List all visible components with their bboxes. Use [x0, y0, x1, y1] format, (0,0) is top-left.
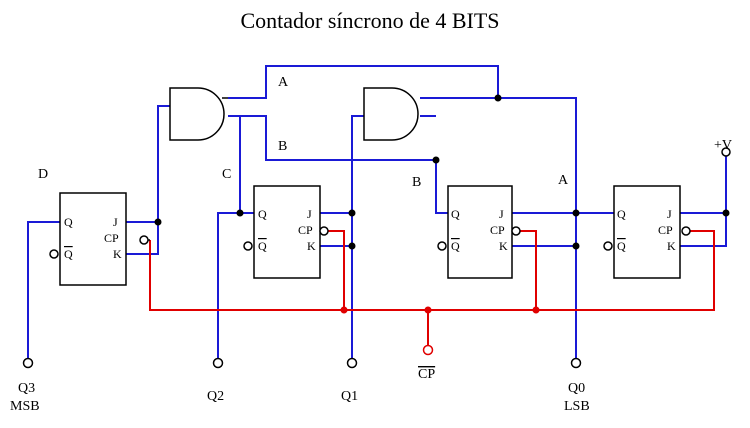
ff0-q-label: Q	[617, 207, 626, 221]
ff3-q-label: Q	[64, 215, 73, 229]
wire-q1-b	[435, 160, 448, 214]
terminal-q2	[212, 357, 224, 369]
ff3-cp-label: CP	[104, 231, 119, 245]
ff1-qbar-label: Q	[451, 239, 460, 253]
wire-c	[228, 115, 241, 213]
ff1-k-label: K	[499, 239, 508, 253]
ff2-cp-label: CP	[298, 223, 313, 237]
clock-input-label: CP	[418, 367, 435, 382]
junction	[236, 209, 244, 217]
ff1-name-label: B	[412, 175, 421, 190]
ff3-qbar-label: Q	[64, 247, 73, 261]
ff1-q-label: Q	[451, 207, 460, 221]
wire-a-top	[228, 65, 499, 99]
output-q0-name: Q0	[568, 381, 585, 396]
ff2-q-label: Q	[258, 207, 267, 221]
flipflop-d: Q Q J CP K	[49, 192, 150, 286]
wire-a-label: A	[278, 75, 289, 90]
ff1-j-label: J	[499, 207, 504, 221]
output-q0-note: LSB	[564, 399, 590, 414]
wire-and2-out	[351, 115, 364, 358]
ff3-j-label: J	[113, 215, 118, 229]
ff1-cp-label: CP	[490, 223, 505, 237]
clock-junctions	[340, 306, 540, 314]
terminal-q3	[22, 357, 34, 369]
ff2-j-label: J	[307, 207, 312, 221]
vcc-label: +V	[714, 138, 732, 153]
clock-ff2	[328, 230, 345, 310]
ff3-jk-tie	[126, 221, 159, 255]
ff0-k-label: K	[667, 239, 676, 253]
terminal-q0	[570, 357, 582, 369]
wire-q0-column	[420, 97, 577, 358]
junction	[494, 94, 502, 102]
junction	[154, 218, 162, 226]
terminal-vcc	[721, 147, 731, 157]
ff0-k-vcc	[680, 156, 727, 247]
clock-bus	[149, 230, 715, 311]
ff0-qbar-label: Q	[617, 239, 626, 253]
junction	[532, 306, 540, 314]
clock-wires	[149, 230, 715, 345]
ff2-k-label: K	[307, 239, 316, 253]
flipflop-a: Q Q J CP K	[603, 185, 691, 279]
and-gate-1	[169, 87, 225, 141]
ff0-j-label: J	[667, 207, 672, 221]
output-q3-note: MSB	[10, 399, 40, 414]
ff0-name-label: A	[558, 173, 569, 188]
junction	[572, 209, 580, 217]
junction	[348, 209, 356, 217]
output-q1-name: Q1	[341, 389, 358, 404]
wire-and1-out	[157, 105, 170, 222]
ff3-name-label: D	[38, 167, 48, 182]
ff2-name-label: C	[222, 167, 231, 182]
wire-q3-out	[27, 221, 60, 358]
output-q2-name: Q2	[207, 389, 224, 404]
terminal-clock	[422, 344, 434, 356]
flipflop-b: Q Q J CP K	[437, 185, 521, 279]
ff2-qbar-label: Q	[258, 239, 267, 253]
ff3-k-label: K	[113, 247, 122, 261]
and-gate-2	[363, 87, 419, 141]
terminal-q1	[346, 357, 358, 369]
diagram-title: Contador síncrono de 4 BITS	[240, 8, 499, 33]
wire-b-label: B	[278, 139, 287, 154]
flipflop-c: Q Q J CP K	[243, 185, 329, 279]
junction	[424, 306, 432, 314]
junction	[348, 242, 356, 250]
clock-ff1	[520, 230, 537, 310]
ff0-cp-label: CP	[658, 223, 673, 237]
junction	[572, 242, 580, 250]
junction	[340, 306, 348, 314]
wire-q2-out	[217, 212, 254, 358]
output-q3-name: Q3	[18, 381, 35, 396]
junction	[722, 209, 730, 217]
junction	[432, 156, 440, 164]
junctions	[154, 94, 730, 250]
